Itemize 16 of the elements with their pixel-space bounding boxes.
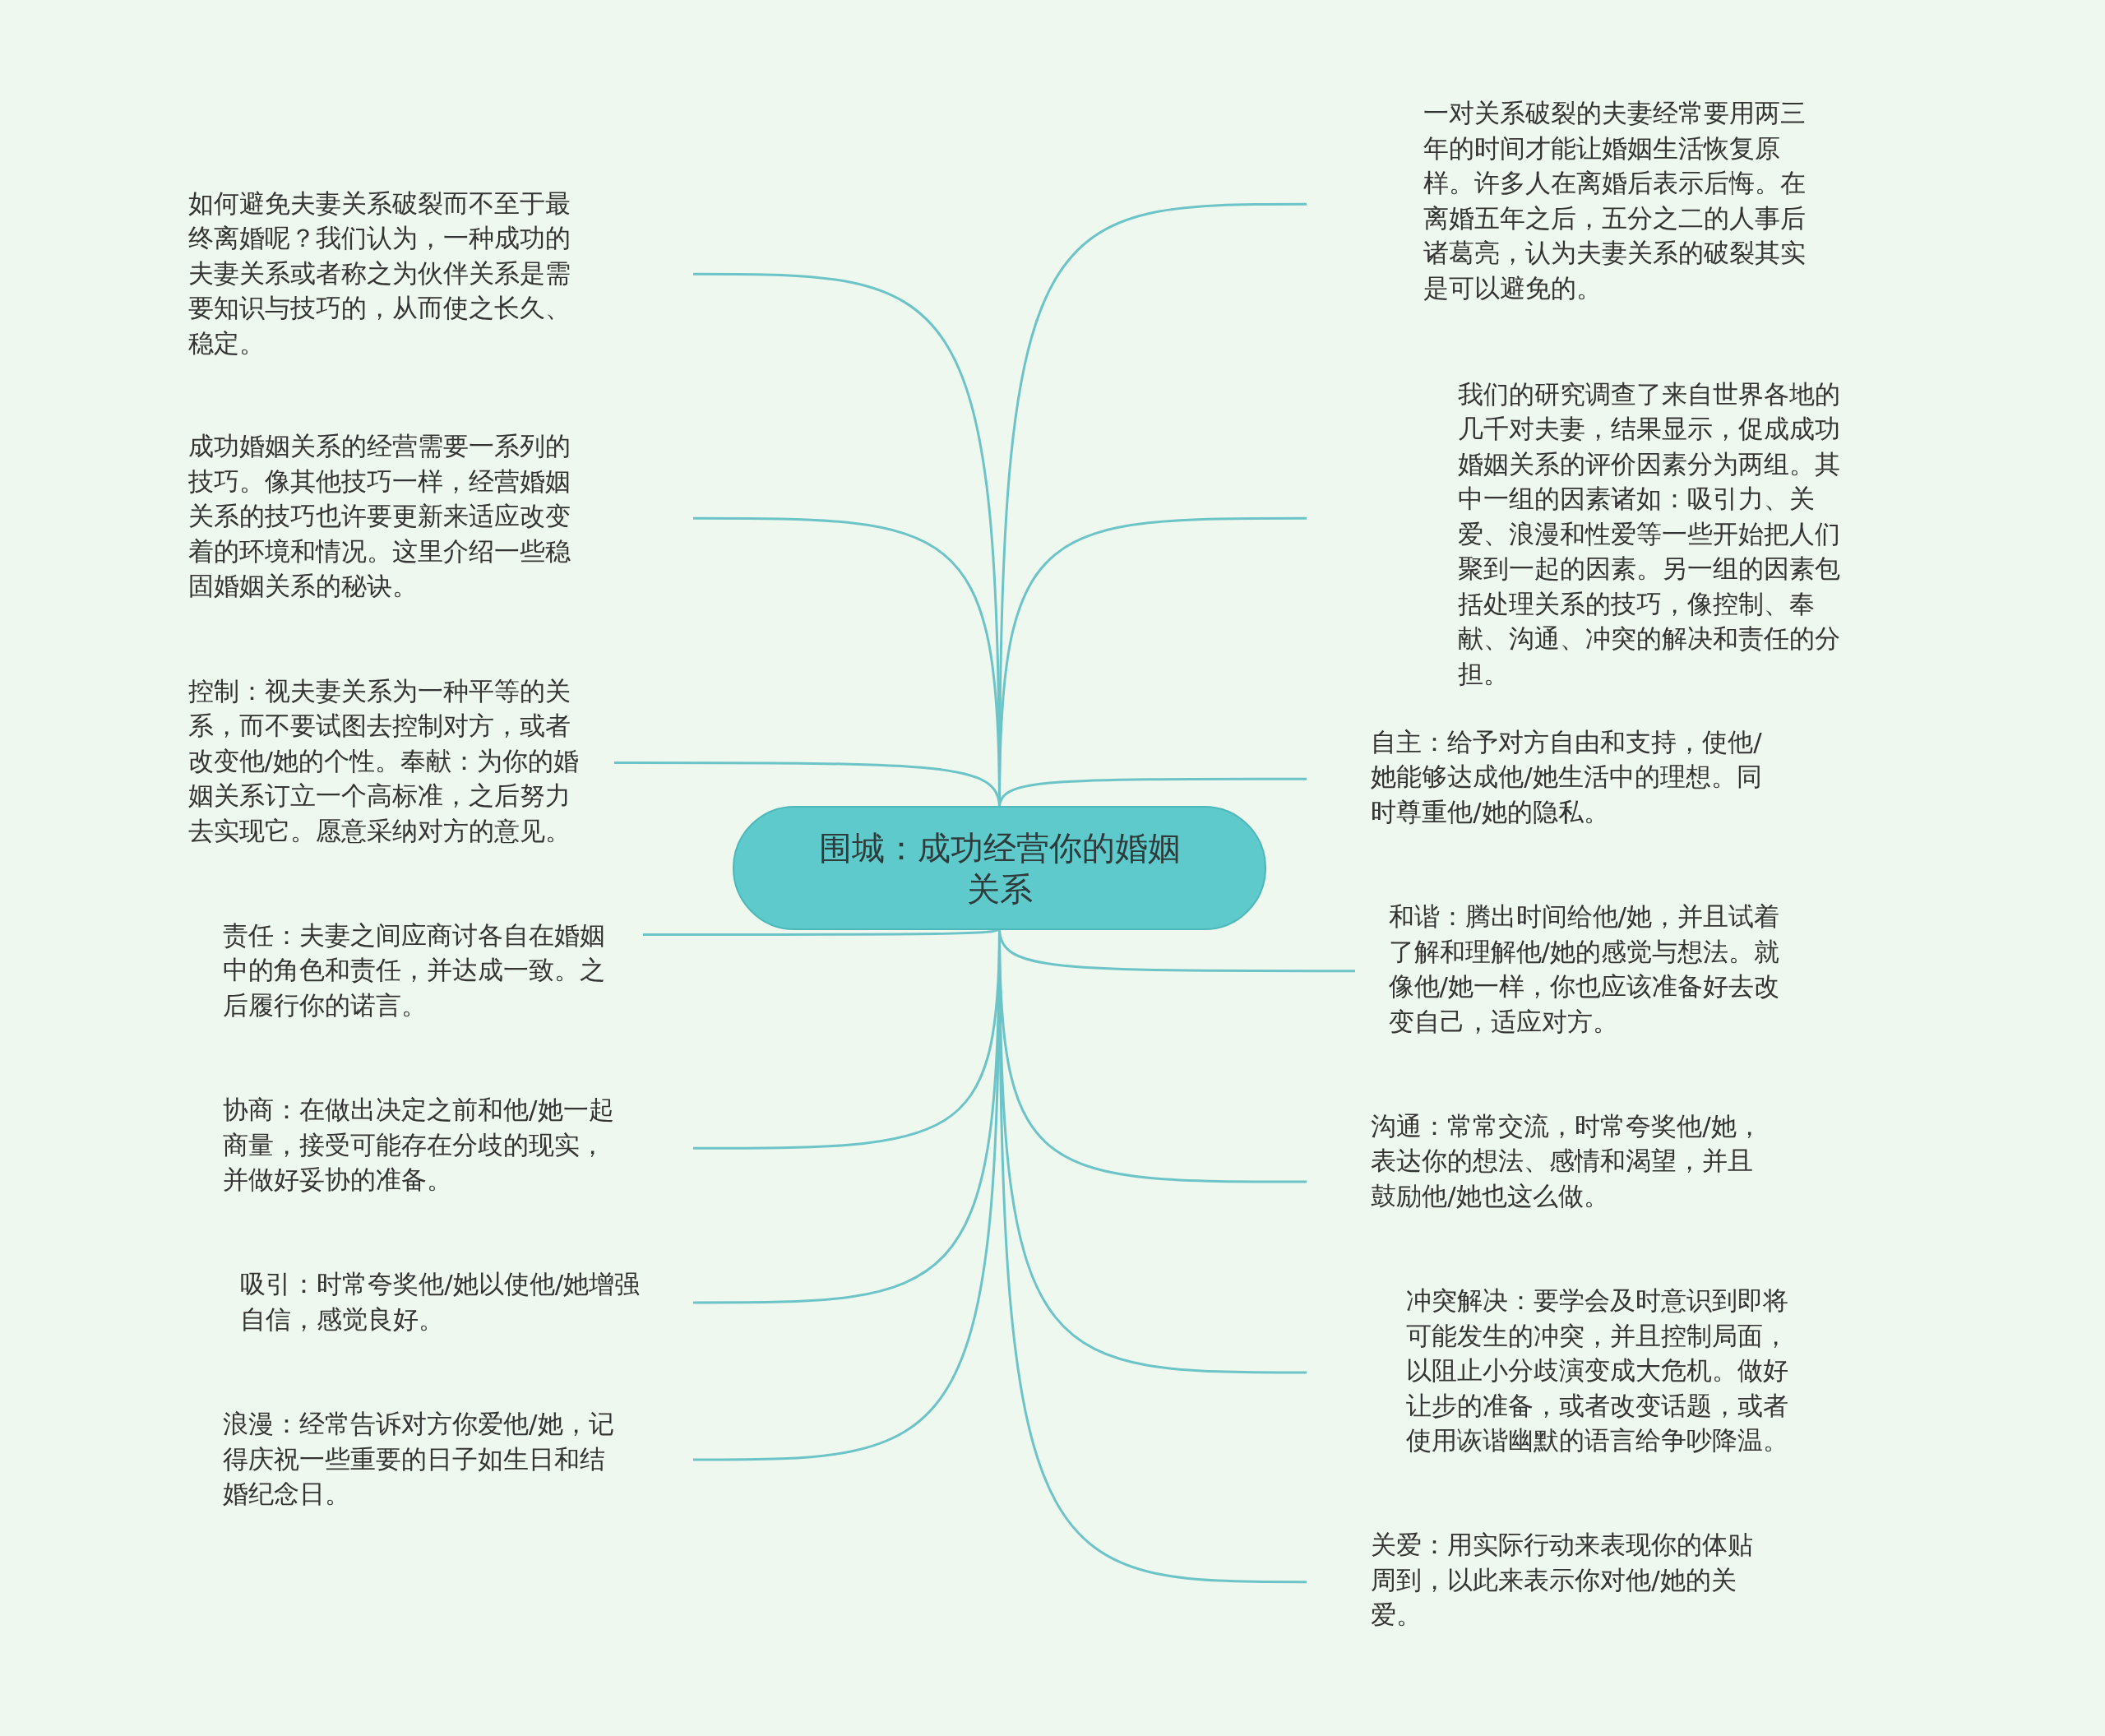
topic-text: 和谐：腾出时间给他/她，并且试着了解和理解他/她的感觉与想法。就像他/她一样，你也应该准备好去改变自己，适应对方。: [1387, 900, 1780, 1038]
topic-title: 围城：成功经营你的婚姻关系: [817, 827, 1182, 910]
topic-text: 自主：给予对方自由和支持，使他/她能够达成他/她生活中的理想。同时尊重他/她的隐私。: [1370, 725, 1763, 828]
topic-text: 沟通：常常交流，时常夸奖他/她，表达你的想法、感情和渴望，并且鼓励他/她也这么做。: [1370, 1109, 1763, 1212]
topic-text: 责任：夫妻之间应商讨各自在婚姻中的角色和责任，并达成一致。之后履行你的诺言。: [223, 919, 607, 1021]
topic-text: 成功婚姻关系的经营需要一系列的技巧。像其他技巧一样，经营婚姻关系的技巧也许要更新来适应改变着的环境和情况。这里介绍一些稳固婚姻关系的秘诀。: [187, 430, 571, 603]
topic-text: 冲突解决：要学会及时意识到即将可能发生的冲突，并且控制局面，以阻止小分歧演变成大危机。做好让步的准备，或者改变话题，或者使用诙谐幽默的语言给争吵降温。: [1404, 1285, 1789, 1457]
topic-text: 如何避免夫妻关系破裂而不至于最终离婚呢？我们认为，一种成功的夫妻关系或者称之为伙伴关系是需要知识与技巧的，从而使之长久、稳定。: [187, 187, 571, 359]
branch-line: [614, 762, 1001, 808]
topic-text: 浪漫：经常告诉对方你爱他/她，记得庆祝一些重要的日子如生日和结婚纪念日。: [223, 1408, 615, 1511]
topic-text: 关爱：用实际行动来表现你的体贴周到，以此来表示你对他/她的关爱。: [1370, 1529, 1755, 1632]
topic-text: 我们的研究调查了来自世界各地的几千对夫妻，结果显示，促成成功婚姻关系的评价因素分为两组。其中一组的因素诸如：吸引力、关爱、浪漫和性爱等一些开始把人们聚到一起的因素。另一组的因素包括处理关系的技巧，像控制、奉献、沟通、冲突的解决和责任的分担。: [1457, 377, 1842, 690]
topic-text: 一对关系破裂的夫妻经常要用两三年的时间才能让婚姻生活恢复原样。许多人在离婚后表示后悔。在离婚五年之后，五分之二的人事后诸葛亮，认为夫妻关系的破裂其实是可以避免的。: [1422, 97, 1807, 304]
topic-text: 吸引：时常夸奖他/她以使他/她增强自信，感觉良好。: [240, 1268, 641, 1336]
topic-text: 协商：在做出决定之前和他/她一起商量，接受可能存在分歧的现实，并做好妥协的准备。: [223, 1094, 615, 1197]
topic-text: 控制：视夫妻关系为一种平等的关系，而不要试图去控制对方，或者改变他/她的个性。奉献：为你的婚姻关系订立一个高标准，之后努力去实现它。愿意采纳对方的意见。: [187, 674, 581, 847]
